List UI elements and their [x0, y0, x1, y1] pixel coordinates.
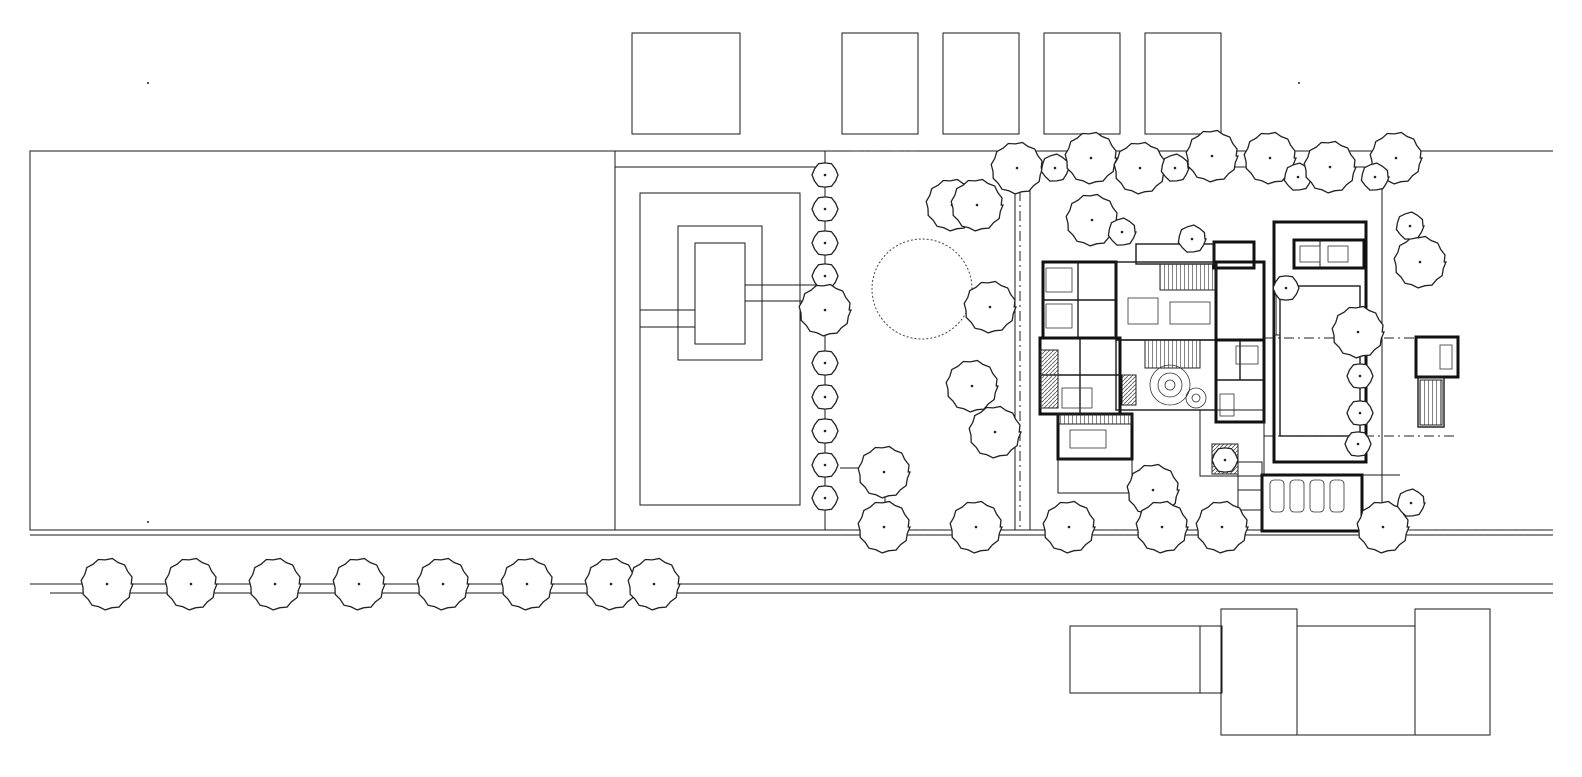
main-house [1038, 220, 1458, 494]
tree-canopy-icon [1211, 447, 1239, 473]
stair-icon [1419, 379, 1443, 426]
tree-canopy-icon [811, 384, 839, 410]
neighbor-building [1069, 625, 1201, 694]
survey-points [147, 82, 1300, 523]
tree-canopy-icon [1040, 153, 1070, 182]
tree-canopy-icon [500, 557, 554, 611]
tree-canopy-icon [1395, 211, 1425, 240]
parked-car-icon [1309, 479, 1325, 513]
property-lines [29, 150, 1553, 536]
tree-canopy-icon [164, 557, 218, 611]
tree-canopy-icon [332, 557, 386, 611]
parked-car-icon [1289, 479, 1305, 513]
tree-canopy-icon [1113, 141, 1167, 195]
tree-canopy-icon [1064, 131, 1118, 185]
tree-canopy-icon [584, 557, 638, 611]
tree-canopy-icon [963, 280, 1017, 334]
tree-canopy-icon [811, 418, 839, 444]
tree-canopy-icon [811, 350, 839, 376]
neighbor-building [1414, 608, 1491, 736]
tree-canopy-icon [1360, 162, 1390, 191]
tree-canopy-icon [1346, 363, 1374, 389]
outbuilding [1414, 335, 1460, 428]
tree-canopy-icon [1160, 153, 1190, 182]
tree-canopy-icon [1185, 129, 1239, 183]
tree-canopy-icon [811, 162, 839, 188]
tree-canopy-icon [798, 283, 852, 337]
tree-canopy-icon [1344, 431, 1372, 457]
tree-canopy-icon [1331, 305, 1385, 359]
stair-icon [1144, 339, 1201, 369]
trees [80, 129, 1447, 611]
stair-icon [1273, 294, 1281, 336]
tree-canopy-icon [945, 359, 999, 413]
large-open-lot [29, 150, 616, 531]
neighbor-building [1043, 32, 1121, 135]
planned-lawn-circle [871, 238, 973, 340]
tree-canopy-icon [248, 557, 302, 611]
tree-canopy-icon [1042, 500, 1096, 554]
tree-canopy-icon [627, 557, 681, 611]
neighbor-building [942, 32, 1020, 135]
neighbor-buildings-bottom [1069, 608, 1491, 736]
neighbor-building [1199, 625, 1223, 694]
tree-canopy-icon [1177, 224, 1207, 253]
stair-icon [1057, 413, 1133, 425]
neighbor-buildings-top [631, 32, 1222, 135]
tree-canopy-icon [1065, 193, 1119, 247]
tree-canopy-icon [1107, 217, 1137, 246]
tree-canopy-icon [811, 263, 839, 289]
tree-canopy-icon [1243, 131, 1297, 185]
tree-canopy-icon [80, 557, 134, 611]
tree-canopy-icon [811, 196, 839, 222]
tree-canopy-icon [1135, 500, 1189, 554]
tree-canopy-icon [1303, 140, 1357, 194]
garage [1237, 461, 1400, 533]
neighbor-building [841, 32, 919, 135]
tree-canopy-icon [968, 405, 1022, 459]
tree-canopy-icon [811, 452, 839, 478]
parked-car-icon [1269, 479, 1285, 513]
tree-canopy-icon [1272, 275, 1300, 301]
tree-canopy-icon [950, 178, 1004, 232]
neighbor-building [1144, 32, 1222, 135]
tree-canopy-icon [857, 500, 911, 554]
parked-car-icon [1329, 479, 1345, 513]
garden-pavilion [639, 192, 886, 530]
tree-canopy-icon [1346, 400, 1374, 426]
tree-canopy-icon [990, 141, 1044, 195]
tree-canopy-icon [857, 445, 911, 499]
tree-canopy-icon [949, 500, 1003, 554]
stair-icon [1159, 263, 1217, 291]
tree-canopy-icon [416, 557, 470, 611]
neighbor-building [1296, 625, 1416, 736]
neighbor-building [1220, 608, 1298, 736]
neighbor-building [631, 32, 741, 135]
tree-canopy-icon [1195, 500, 1249, 554]
tree-canopy-icon [1393, 235, 1447, 289]
tree-canopy-icon [811, 485, 839, 511]
tree-canopy-icon [811, 230, 839, 256]
tree-canopy-icon [1396, 488, 1426, 517]
